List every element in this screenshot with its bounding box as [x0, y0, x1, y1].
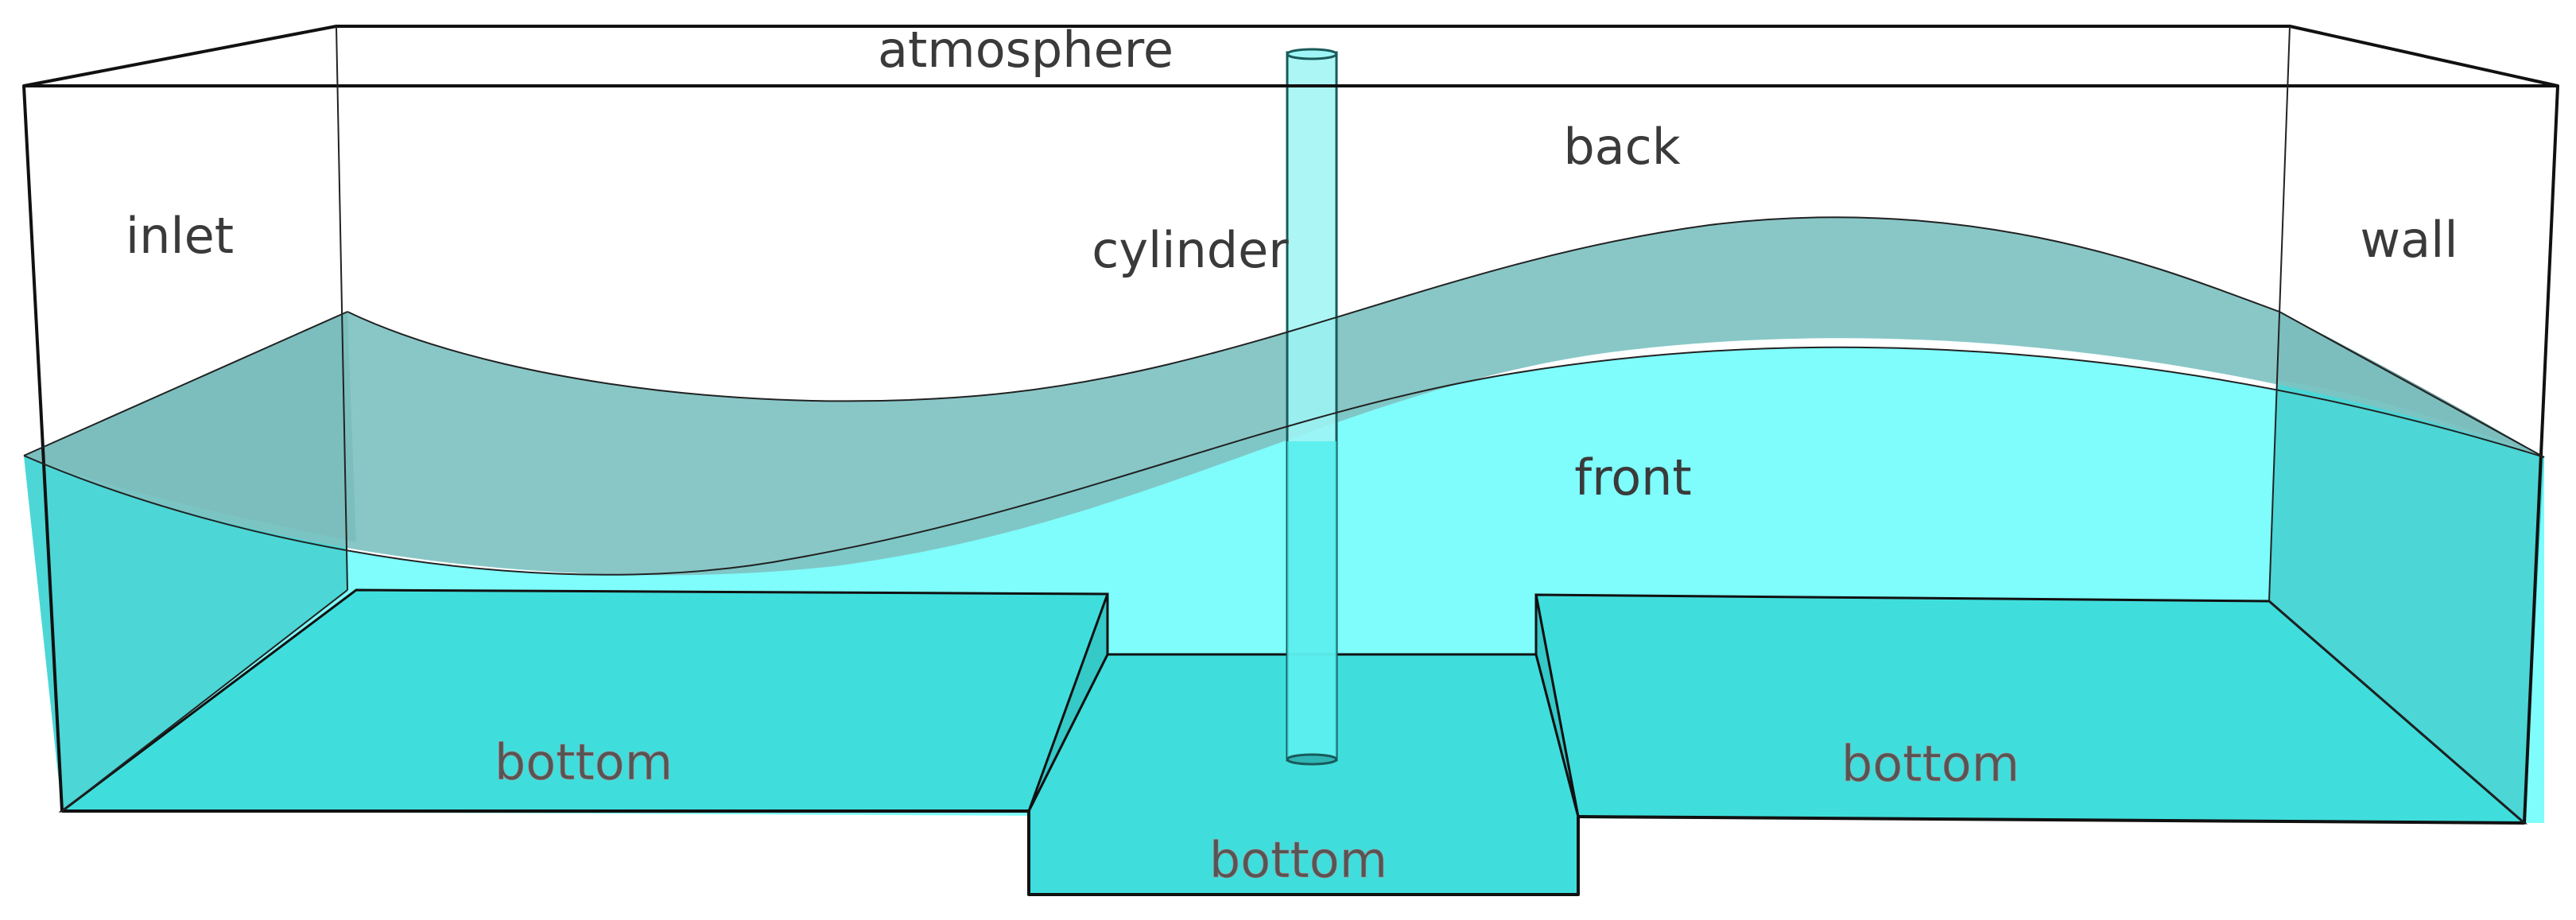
floor-step-left: [1027, 593, 1109, 812]
label-bottom-left: bottom: [495, 733, 673, 791]
cylinder-base: [1286, 753, 1338, 766]
wall-face: [2269, 312, 2544, 823]
label-inlet: inlet: [126, 207, 234, 265]
label-bottom-center: bottom: [1209, 831, 1387, 889]
label-atmosphere: atmosphere: [878, 21, 1174, 79]
label-front: front: [1574, 448, 1692, 507]
tank-inner-edges: [23, 25, 2545, 824]
free-surface: [24, 217, 2544, 576]
label-cylinder: cylinder: [1092, 221, 1289, 279]
cylinder-submerged: [1287, 441, 1336, 759]
cylinder-top: [1286, 48, 1338, 60]
label-wall: wall: [2360, 211, 2458, 269]
floor-step-right: [1534, 594, 1580, 817]
label-bottom-right: bottom: [1841, 735, 2019, 793]
label-back: back: [1563, 118, 1680, 176]
